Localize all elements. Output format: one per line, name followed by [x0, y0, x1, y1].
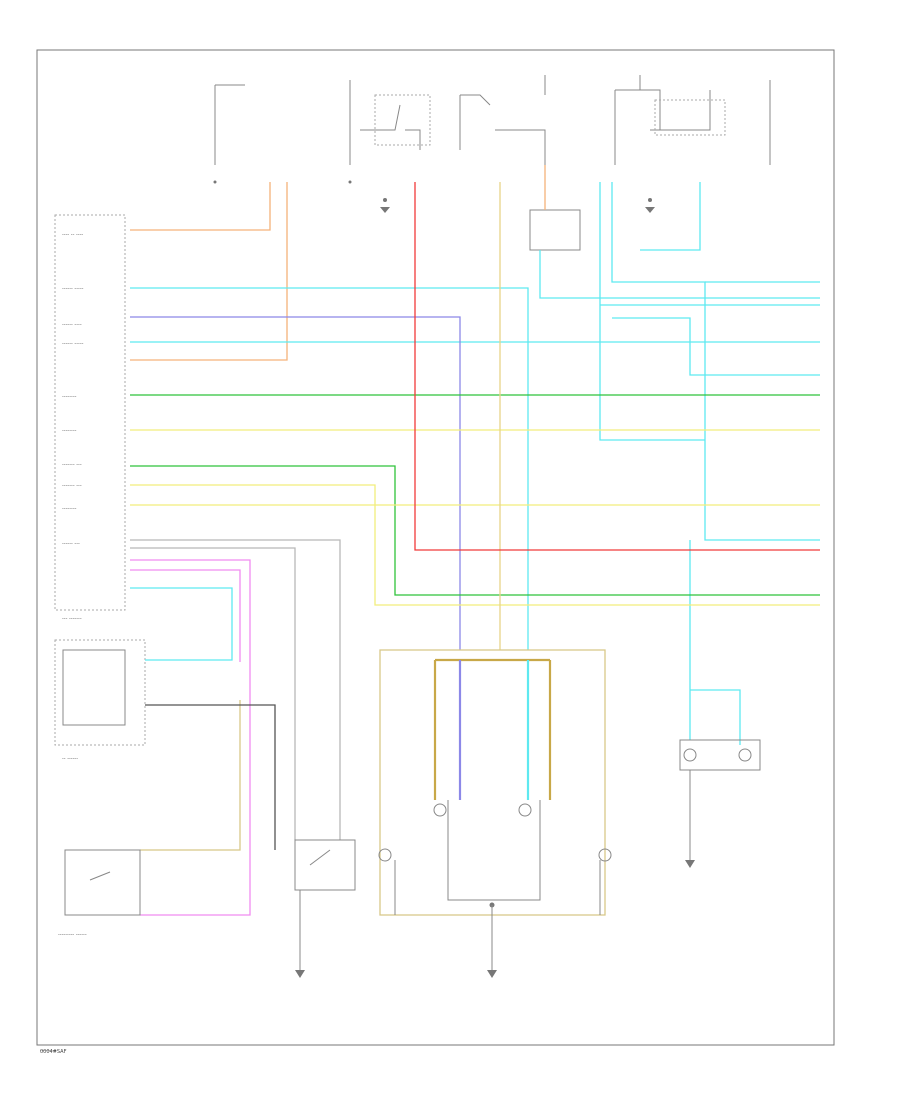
wire-orange-2: [130, 182, 288, 361]
left-module-block: ---- -- ---- ------ ----- ------ ---- --…: [40, 214, 146, 1054]
svg-text:------ ----: ------ ----: [62, 322, 82, 328]
right-lamp-section: [679, 739, 761, 868]
wire-magenta-2: [130, 569, 241, 662]
wire-orange-1: [130, 182, 271, 231]
svg-text:--------: --------: [62, 506, 77, 512]
rear-lamp-section: [378, 649, 612, 978]
wire-tan-left: [140, 700, 241, 851]
svg-text:------ ---: ------ ---: [62, 541, 80, 547]
wire-cyan-7: [640, 182, 701, 251]
top-fuse-section: [213, 75, 771, 251]
svg-text:------ -----: ------ -----: [62, 341, 84, 347]
svg-text:---- -- ----: ---- -- ----: [62, 232, 83, 238]
wire-dark: [145, 704, 276, 850]
diagram-frame: [36, 49, 835, 1046]
wire-cyan-5: [539, 250, 820, 299]
wire-grey-2: [130, 547, 296, 840]
wire-magenta-1: [130, 559, 251, 916]
wire-grey-1: [130, 539, 341, 840]
wire-yellow-2: [130, 484, 820, 606]
wire-cyan-6: [600, 281, 820, 376]
wire-cyan-3: [599, 182, 705, 441]
svg-text:------- ---: ------- ---: [62, 483, 82, 489]
svg-text:-- ------: -- ------: [62, 756, 78, 762]
svg-text:------- ---: ------- ---: [62, 462, 82, 468]
svg-text:--------- ------: --------- ------: [58, 932, 87, 938]
svg-text:--------: --------: [62, 428, 77, 434]
svg-text:--------: --------: [62, 394, 77, 400]
headlamp-switch-block: [64, 849, 141, 916]
wire-red: [414, 182, 820, 551]
wire-green-2: [130, 465, 820, 596]
hazard-switch-block: [294, 839, 356, 978]
wire-cyan-4: [611, 182, 820, 541]
wire-cyan-1: [130, 287, 529, 650]
wire-cyan-8: [689, 540, 741, 745]
svg-text:------ -----: ------ -----: [62, 286, 84, 292]
wire-cyan-9: [130, 587, 233, 661]
svg-text:---------: ---------: [40, 1048, 56, 1054]
wire-purple: [130, 316, 461, 650]
footer-code: 0004#SAF: [40, 1049, 67, 1055]
svg-text:--- -------: --- -------: [62, 616, 82, 622]
